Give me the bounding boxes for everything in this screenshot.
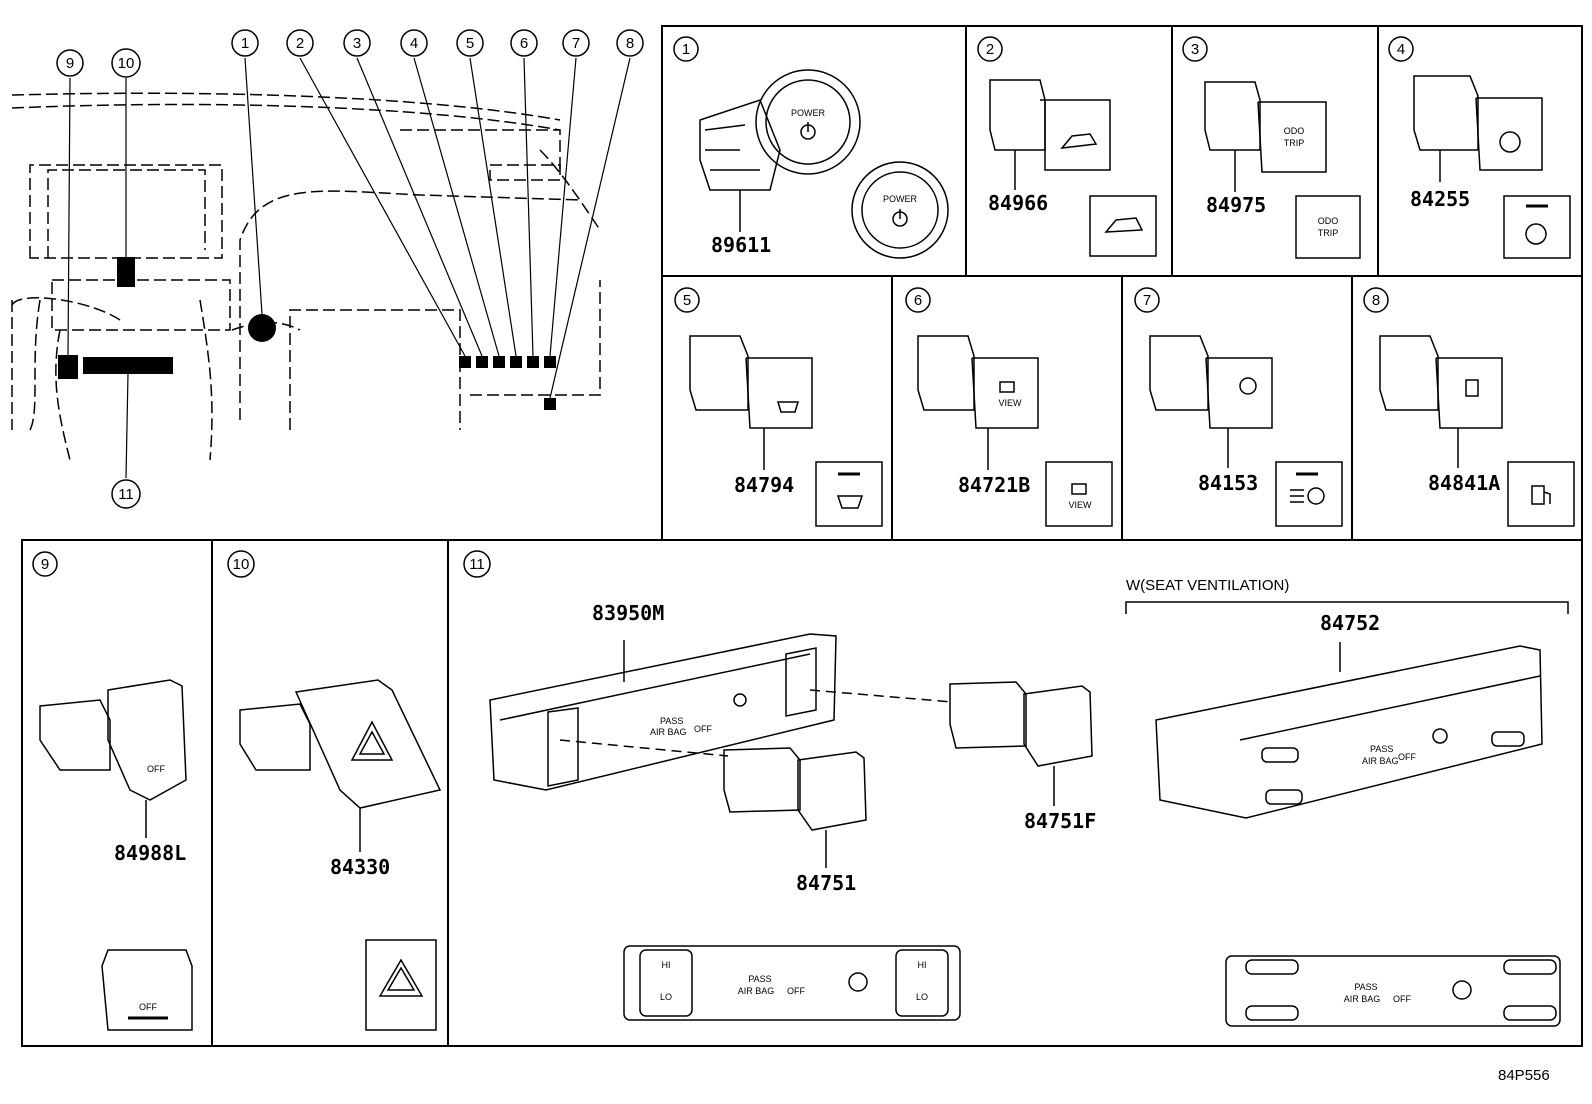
svg-text:4: 4 (1397, 41, 1405, 58)
svg-text:89611: 89611 (711, 233, 771, 257)
panel-9-switch: 9 OFF 84988L OFF (32, 551, 193, 1031)
svg-text:HI: HI (662, 960, 671, 970)
diagram-code: 84P556 (1498, 1067, 1550, 1084)
svg-text:3: 3 (353, 35, 361, 52)
svg-text:1: 1 (241, 35, 249, 52)
svg-text:6: 6 (520, 35, 528, 52)
svg-text:84841A: 84841A (1428, 471, 1500, 495)
panel-11-seat-switches: 11 PASS AIR BAG OFF 83950M 84751 84751F … (463, 550, 1569, 1027)
callout-9: 9 (56, 49, 84, 77)
svg-text:84966: 84966 (988, 191, 1048, 215)
svg-text:84751F: 84751F (1024, 809, 1096, 833)
svg-text:83950M: 83950M (592, 601, 664, 625)
panel-1-power-switch: 1 POWER POWER 89611 (673, 36, 949, 259)
panel-7-switch: 7 84153 (1134, 287, 1343, 527)
callout-6: 6 (510, 29, 538, 57)
svg-text:VIEW: VIEW (998, 398, 1022, 408)
panel-5-switch: 5 84794 (674, 287, 883, 527)
callout-11: 11 (111, 479, 141, 509)
callout-3: 3 (343, 29, 371, 57)
svg-text:OFF: OFF (1398, 752, 1416, 762)
svg-text:11: 11 (469, 556, 485, 573)
svg-text:OFF: OFF (139, 1002, 157, 1012)
svg-text:PASS: PASS (1370, 744, 1393, 754)
svg-text:2: 2 (296, 35, 304, 52)
svg-text:PASS: PASS (748, 974, 771, 984)
svg-text:POWER: POWER (883, 194, 918, 204)
callout-10: 10 (111, 48, 141, 78)
callout-8: 8 (616, 29, 644, 57)
svg-text:84975: 84975 (1206, 193, 1266, 217)
svg-text:AIR BAG: AIR BAG (738, 986, 775, 996)
svg-text:7: 7 (1143, 292, 1151, 309)
dashboard-switch-markers (58, 257, 556, 410)
svg-text:AIR BAG: AIR BAG (650, 727, 687, 737)
svg-text:4: 4 (410, 35, 418, 52)
panel-4-switch: 4 84255 (1388, 36, 1571, 259)
dashboard-overview (11, 92, 601, 461)
svg-text:8: 8 (1372, 292, 1380, 309)
svg-text:9: 9 (41, 556, 49, 573)
svg-text:84794: 84794 (734, 473, 794, 497)
panel-10-switch: 10 84330 (227, 550, 442, 1031)
svg-text:HI: HI (918, 960, 927, 970)
svg-text:10: 10 (118, 55, 135, 72)
panel-2-switch: 2 84966 (977, 36, 1157, 257)
svg-text:OFF: OFF (694, 724, 712, 734)
svg-text:9: 9 (66, 55, 74, 72)
svg-text:11: 11 (118, 486, 134, 503)
svg-text:84988L: 84988L (114, 841, 186, 865)
callout-7: 7 (562, 29, 590, 57)
svg-text:AIR BAG: AIR BAG (1344, 994, 1381, 1004)
svg-text:LO: LO (660, 992, 672, 1002)
svg-text:W(SEAT VENTILATION): W(SEAT VENTILATION) (1126, 577, 1289, 594)
panel-8-switch: 8 84841A (1363, 287, 1575, 527)
dashboard-leader-lines (67, 57, 631, 479)
svg-text:OFF: OFF (147, 764, 165, 774)
svg-text:84721B: 84721B (958, 473, 1030, 497)
callout-4: 4 (400, 29, 428, 57)
svg-text:PASS: PASS (660, 716, 683, 726)
svg-text:84752: 84752 (1320, 611, 1380, 635)
callout-2: 2 (286, 29, 314, 57)
svg-text:TRIP: TRIP (1318, 228, 1339, 238)
svg-text:VIEW: VIEW (1068, 500, 1092, 510)
svg-text:2: 2 (986, 41, 994, 58)
svg-text:7: 7 (572, 35, 580, 52)
svg-text:84153: 84153 (1198, 471, 1258, 495)
panel-6-switch: 6 VIEW 84721B VIEW (905, 287, 1113, 527)
svg-text:5: 5 (466, 35, 474, 52)
svg-text:84751: 84751 (796, 871, 856, 895)
svg-text:OFF: OFF (1393, 994, 1411, 1004)
svg-text:84255: 84255 (1410, 187, 1470, 211)
svg-text:ODO: ODO (1318, 216, 1339, 226)
svg-text:PASS: PASS (1354, 982, 1377, 992)
svg-text:TRIP: TRIP (1284, 138, 1305, 148)
svg-text:6: 6 (914, 292, 922, 309)
svg-text:LO: LO (916, 992, 928, 1002)
svg-text:OFF: OFF (787, 986, 805, 996)
svg-text:POWER: POWER (791, 108, 826, 118)
panel-3-switch: 3 ODO TRIP 84975 ODO TRIP (1182, 36, 1361, 259)
svg-text:10: 10 (233, 556, 250, 573)
svg-text:5: 5 (683, 292, 691, 309)
svg-text:ODO: ODO (1284, 126, 1305, 136)
callout-5: 5 (456, 29, 484, 57)
svg-text:3: 3 (1191, 41, 1199, 58)
panel-frames (21, 25, 1583, 1047)
svg-text:84330: 84330 (330, 855, 390, 879)
svg-text:AIR BAG: AIR BAG (1362, 756, 1399, 766)
callout-1: 1 (231, 29, 259, 57)
svg-text:1: 1 (682, 41, 690, 58)
svg-text:8: 8 (626, 35, 634, 52)
